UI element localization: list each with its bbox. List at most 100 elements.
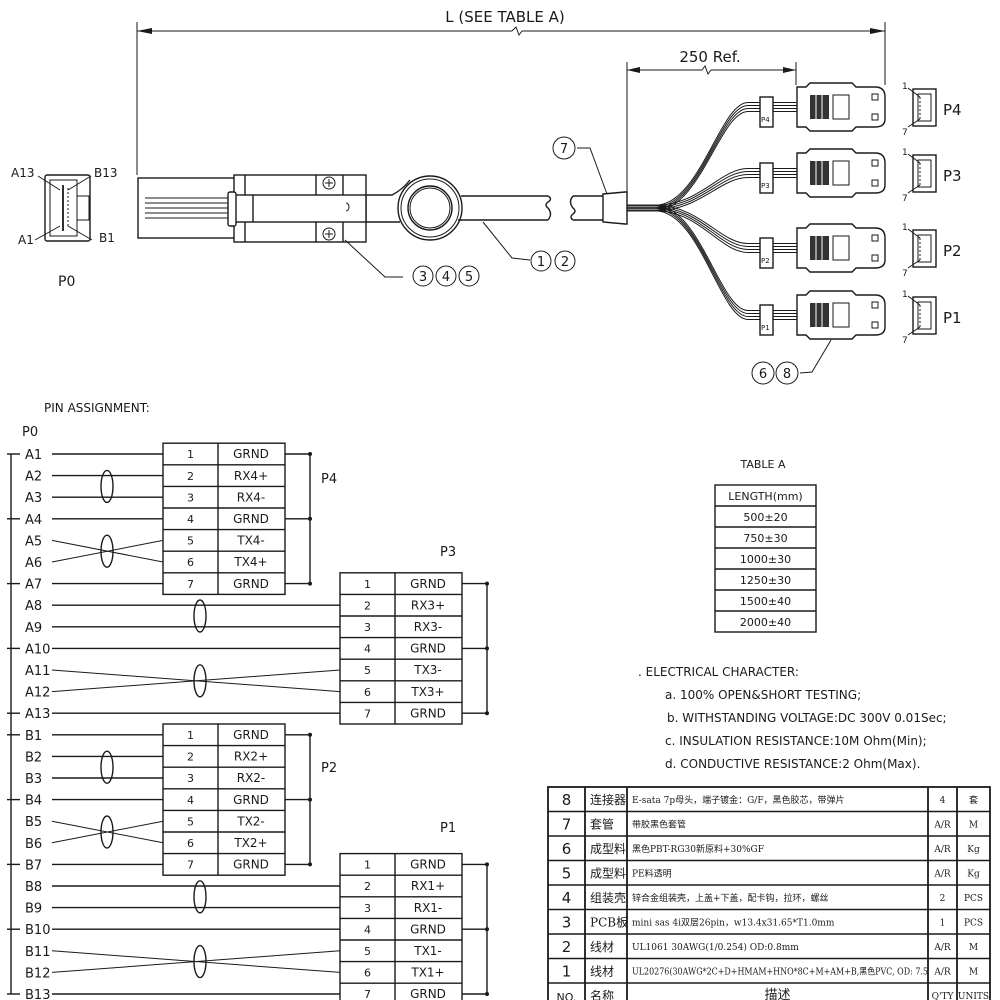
- source-pin-label: B5: [25, 815, 42, 830]
- bom-desc: E-sata 7p母头，端子镀金：G/F，黑色胶芯，带弹片: [632, 794, 845, 806]
- screw-top-icon: [322, 176, 336, 190]
- breakout-wire: [627, 102, 797, 206]
- bom-name: 套管: [590, 817, 614, 832]
- breakout-wire: [627, 206, 797, 314]
- bom-qty: Q'TY: [932, 992, 955, 1000]
- bom-no: 7: [562, 816, 572, 834]
- source-pin-label: B4: [25, 794, 42, 809]
- crossed-wire: [51, 950, 341, 973]
- pin-number: 4: [187, 794, 194, 807]
- pin-signal: GRND: [233, 577, 269, 591]
- sata-face: [912, 154, 937, 193]
- wire-tag-label: P1: [761, 324, 770, 332]
- sata-latch-grip: [810, 303, 829, 327]
- sata-port-label: P4: [943, 101, 962, 119]
- electrical-item-c: c. INSULATION RESISTANCE:10M Ohm(Min);: [665, 734, 927, 748]
- junction-dot: [308, 797, 312, 802]
- bom-desc: 带胶黑色套管: [632, 819, 686, 831]
- source-pin-label: A7: [25, 578, 42, 593]
- p0-pin-b13: B13: [94, 166, 118, 180]
- wire-tag-label: P2: [761, 257, 770, 265]
- p0-connector-face: A13 B13 A1 B1 P0: [11, 166, 118, 290]
- screw-bottom-icon: [322, 227, 336, 241]
- electrical-item-d: d. CONDUCTIVE RESISTANCE:2 Ohm(Max).: [665, 757, 920, 771]
- source-pin-label: B8: [25, 880, 42, 895]
- table-a-header: LENGTH(mm): [728, 490, 802, 503]
- pin-number: 2: [187, 751, 194, 764]
- pin-signal: TX3-: [413, 663, 442, 677]
- junction-dot: [485, 862, 489, 867]
- source-pin-label: A11: [25, 664, 50, 679]
- balloon-8: 8: [783, 367, 791, 382]
- sata-window: [832, 302, 850, 328]
- table-a-row: 500±20: [743, 511, 787, 524]
- breakout-wire: [627, 177, 797, 212]
- pin-table-label: P3: [440, 545, 456, 560]
- bom-name: 线材: [590, 965, 614, 979]
- pin-signal: RX3-: [414, 620, 443, 634]
- source-pin-label: A9: [25, 621, 42, 636]
- source-pin-label: B9: [25, 902, 42, 917]
- sata-port-label: P2: [943, 242, 962, 260]
- pin-signal: GRND: [233, 728, 269, 742]
- bom-no: 8: [562, 791, 572, 809]
- junction-dot: [485, 927, 489, 932]
- balloon-group-68: 6 8: [751, 339, 832, 385]
- pin-number: 3: [364, 621, 371, 634]
- bom-no: 5: [562, 865, 572, 883]
- breakout-wire: [627, 210, 797, 320]
- pin-number: 3: [364, 902, 371, 915]
- pin-signal: RX2+: [234, 750, 268, 764]
- balloon-5: 5: [465, 270, 473, 285]
- bom-no: 3: [562, 914, 572, 932]
- twisted-pair-marker: [193, 599, 207, 633]
- pin-signal: RX2-: [237, 771, 266, 785]
- pin-signal: TX4+: [233, 555, 267, 569]
- bom-units: Kg: [967, 870, 980, 880]
- pin-signal: RX1-: [414, 901, 443, 915]
- bom-name: 成型料: [590, 842, 626, 856]
- overall-length-label: L (SEE TABLE A): [445, 8, 565, 26]
- sata-face: [912, 229, 937, 268]
- pin-signal: GRND: [410, 858, 446, 872]
- pin-number: 6: [187, 837, 194, 850]
- electrical-title: . ELECTRICAL CHARACTER:: [638, 665, 799, 679]
- pin-number: 1: [364, 578, 371, 591]
- pin-number: 3: [187, 772, 194, 785]
- bom-units: M: [969, 821, 978, 831]
- wire-tag: [759, 162, 774, 194]
- bom-qty: 1: [940, 919, 946, 929]
- balloon-1: 1: [537, 255, 545, 270]
- pin-number: 6: [364, 686, 371, 699]
- pin-signal: TX1+: [410, 966, 444, 980]
- sata-latch-grip: [810, 95, 829, 119]
- table-a-row: 2000±40: [740, 616, 791, 629]
- pin-signal: GRND: [410, 987, 446, 1000]
- pin-signal: GRND: [410, 642, 446, 656]
- pin-number: 6: [364, 967, 371, 980]
- sata-pin-last: 7: [902, 128, 908, 138]
- balloon-group-345: 3 4 5: [412, 265, 480, 287]
- pin-signal: TX2+: [233, 836, 267, 850]
- pin-number: 7: [187, 859, 194, 872]
- bom-name: 名称: [590, 988, 614, 1000]
- junction-dot: [485, 711, 489, 716]
- source-pin-label: B1: [25, 729, 42, 744]
- pin-signal: GRND: [410, 706, 446, 720]
- pin-signal: GRND: [233, 793, 269, 807]
- pin-signal: TX3+: [410, 685, 444, 699]
- pin-signal: RX4+: [234, 469, 268, 483]
- source-pin-label: A3: [25, 491, 42, 506]
- pin-number: 2: [364, 599, 371, 612]
- pin-table-label: P1: [440, 821, 456, 836]
- source-pin-label: B2: [25, 750, 42, 765]
- sata-pin-last: 7: [902, 336, 908, 346]
- bom-desc: 黑色PBT-RG30新原料+30%GF: [632, 843, 764, 855]
- twisted-pair-marker: [193, 880, 207, 914]
